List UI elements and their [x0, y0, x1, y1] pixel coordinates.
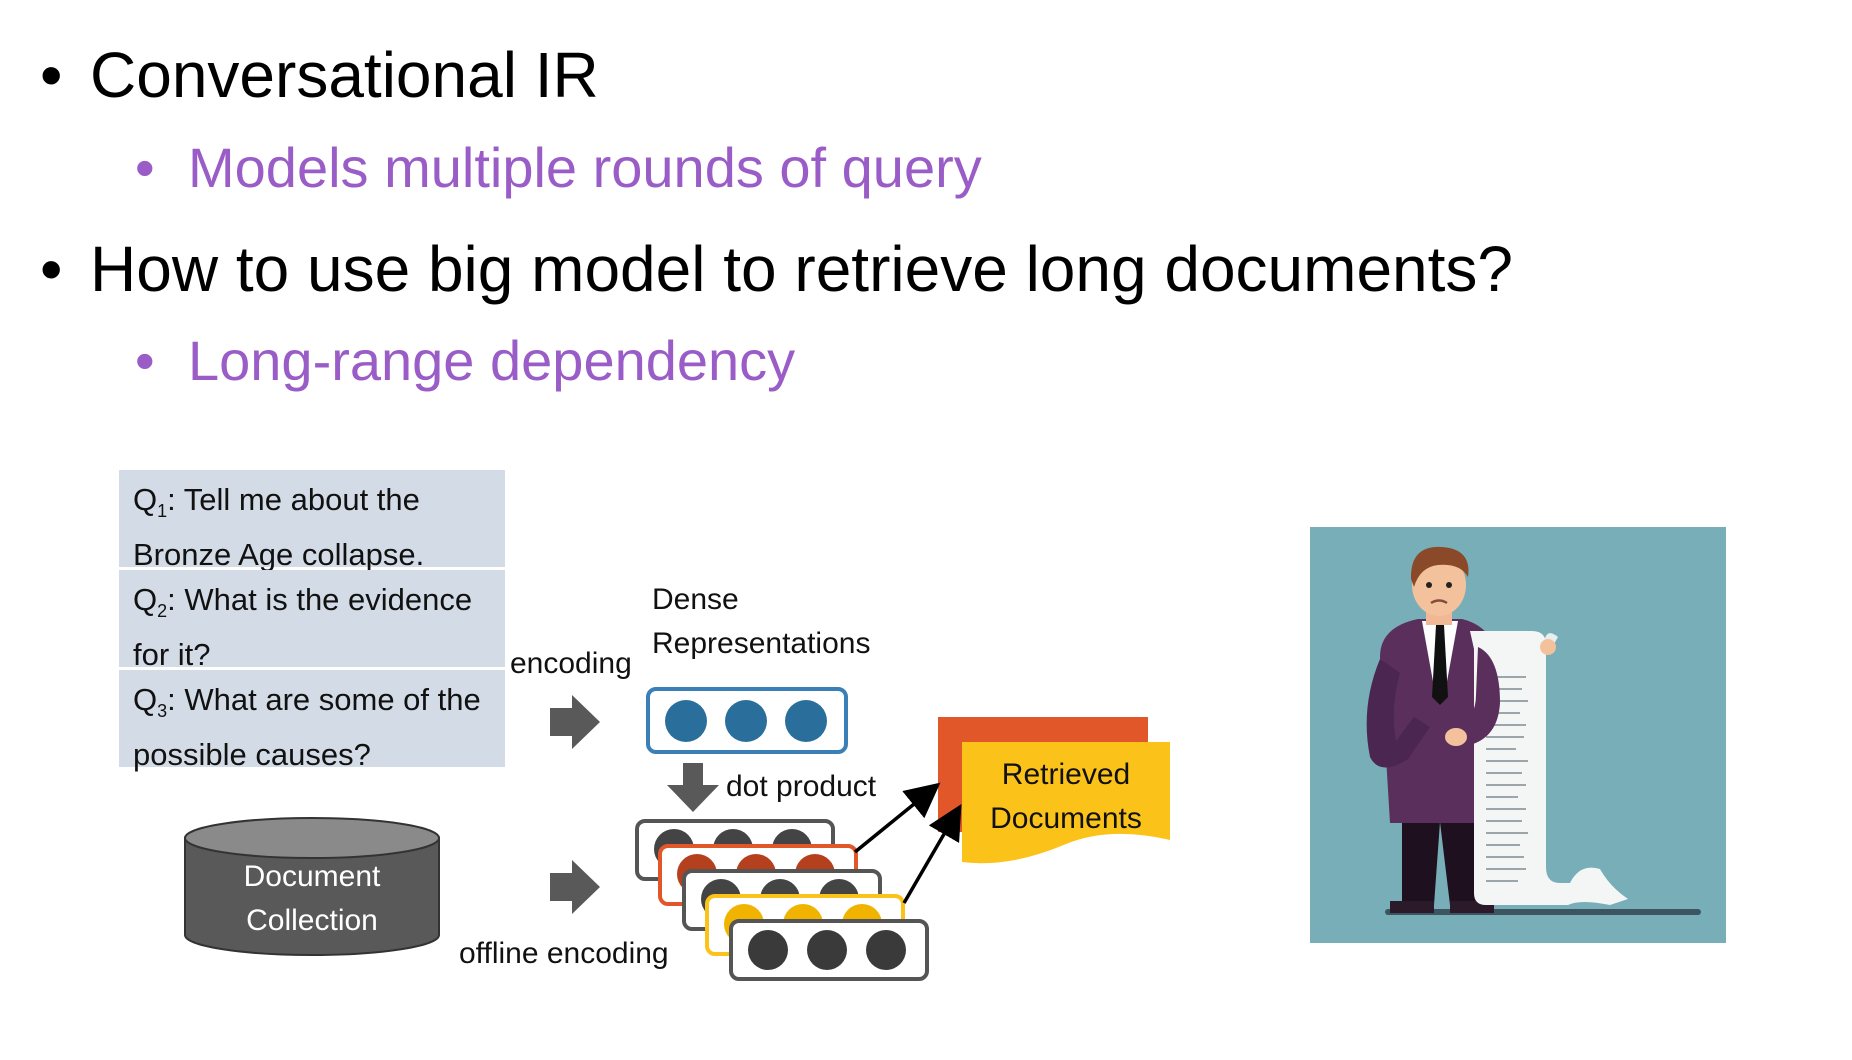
dense-dot — [785, 700, 827, 742]
sub-bullet-long-range: • Long-range dependency — [135, 328, 795, 393]
bullet-big-model: • How to use big model to retrieve long d… — [40, 232, 1513, 306]
dot-product-label: dot product — [726, 770, 877, 803]
down-arrow-icon — [667, 763, 719, 812]
right-arrow-icon — [550, 695, 600, 749]
bullet-dot: • — [40, 233, 63, 305]
man-reading-long-receipt-illustration — [1310, 527, 1726, 943]
bullet-text: How to use big model to retrieve long do… — [90, 233, 1513, 305]
collection-label: Document Collection — [243, 860, 381, 937]
sub-bullet-text: Long-range dependency — [188, 329, 796, 392]
result-arrow — [902, 803, 962, 904]
query-cell-3: Q3: What are some of the possible causes… — [119, 670, 505, 772]
sub-bullet-text: Models multiple rounds of query — [188, 136, 982, 199]
bullet-text: Conversational IR — [90, 39, 599, 111]
result-arrow — [853, 782, 941, 854]
offline-encoding-label: offline encoding — [459, 937, 669, 970]
query-cell-1: Q1: Tell me about the Bronze Age collaps… — [119, 470, 505, 572]
dense-dot — [665, 700, 707, 742]
bullet-dot: • — [135, 329, 155, 392]
bullet-conversational-ir: • Conversational IR — [40, 38, 599, 112]
database-cylinder-icon — [184, 817, 440, 956]
dense-label-line1: Dense — [652, 583, 739, 616]
dense-dot — [725, 700, 767, 742]
bullet-dot: • — [40, 39, 63, 111]
dense-label-line2: Representations — [652, 627, 871, 660]
sub-bullet-multiple-rounds: • Models multiple rounds of query — [135, 135, 982, 200]
right-arrow-icon — [550, 860, 600, 914]
retrieved-documents-label: Retrieved Documents — [990, 758, 1142, 835]
retrieved-doc-front — [962, 742, 1170, 864]
encoding-label: encoding — [510, 647, 632, 680]
query-cell-2: Q2: What is the evidence for it? — [119, 570, 505, 672]
bullet-dot: • — [135, 136, 155, 199]
